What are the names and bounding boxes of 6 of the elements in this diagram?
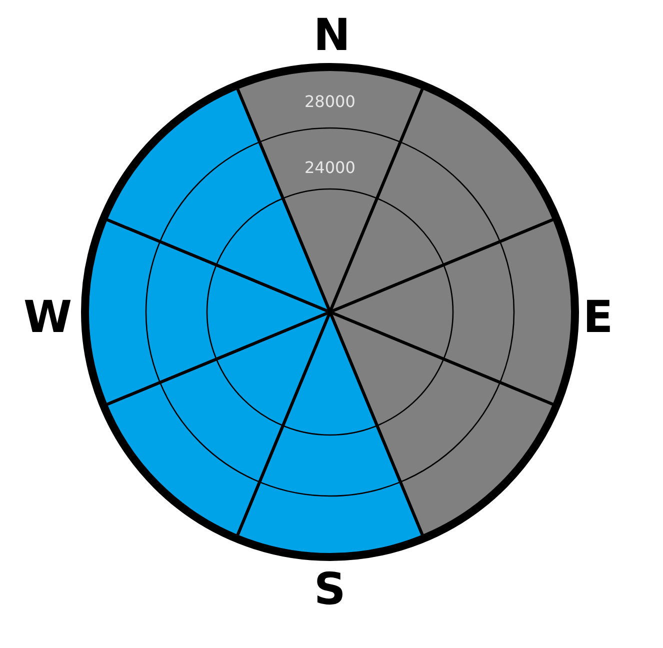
ring-value: 28000 [304,94,356,110]
compass-letter: E [583,296,614,340]
compass-letter: W [24,296,72,340]
ring-value: 24000 [304,160,356,176]
compass-letter: N [314,14,350,58]
compass-letter: S [314,568,346,612]
